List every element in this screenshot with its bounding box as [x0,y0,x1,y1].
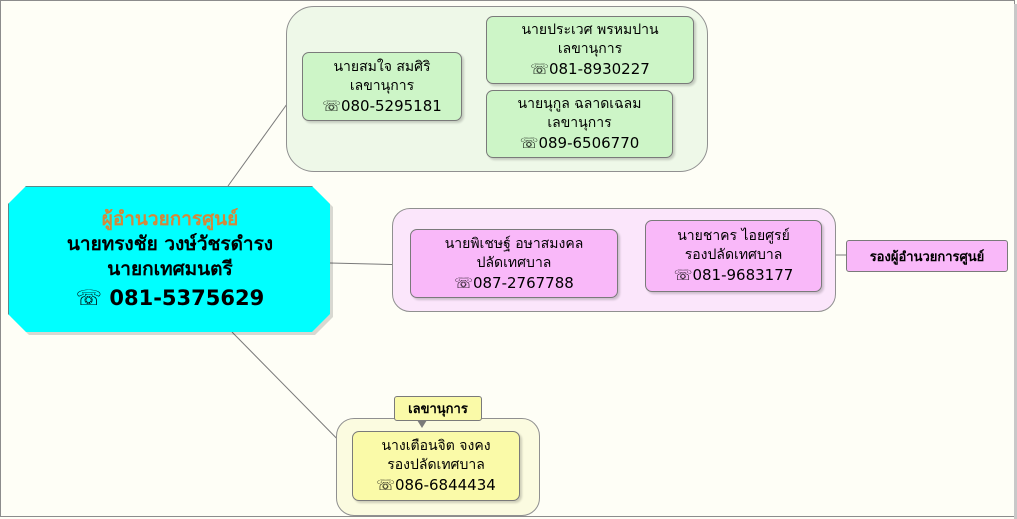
node-name: นายชาคร ไอยศูรย์ [677,228,790,244]
phone-icon: ☏ [519,134,539,152]
node-role: รองปลัดเทศบาล [387,457,485,473]
node-name: นายสมใจ สมศิริ [333,58,431,75]
node-phone: ☏081-9683177 [673,266,794,284]
phone-icon: ☏ [454,273,473,292]
node-role: เลขานุการ [547,115,612,131]
node-name: นายประเวศ พรหมปาน [521,22,659,38]
node-phone: ☏080-5295181 [322,96,442,115]
root-node[interactable]: ผู้อำนวยการศูนย์ นายทรงชัย วงษ์วัชรดำรง … [8,186,330,332]
node-role: เลขานุการ [349,77,415,94]
tag-deputy-director[interactable]: รองผู้อำนวยการศูนย์ [846,240,1008,272]
node-role: ปลัดเทศบาล [476,254,552,271]
phone-icon: ☏ [530,60,549,78]
node-name: นายนุกูล ฉลาดเฉลม [517,96,642,112]
phone-icon: ☏ [673,266,693,284]
node-role: เลขานุการ [557,41,623,57]
node-deputy-sub[interactable]: นายชาคร ไอยศูรย์ รองปลัดเทศบาล ☏081-9683… [645,220,822,292]
node-name: นางเตือนจิต จงคง [381,438,491,454]
node-name: นายพิเชษฐ์ อษาสมงคล [444,235,584,252]
root-title: ผู้อำนวยการศูนย์ [101,207,239,230]
node-deputy-lead[interactable]: นายพิเชษฐ์ อษาสมงคล ปลัดเทศบาล ☏087-2767… [410,229,618,298]
node-phone: ☏087-2767788 [454,273,574,292]
node-phone: ☏089-6506770 [519,134,640,152]
callout-secretary[interactable]: เลขานุการ [394,396,482,428]
node-phone: ☏081-8930227 [530,60,650,78]
root-name: นายทรงชัย วงษ์วัชรดำรง [66,232,274,255]
root-phone: ☏ 081-5375629 [75,285,265,310]
node-secretary-lead[interactable]: นายสมใจ สมศิริ เลขานุการ ☏080-5295181 [302,52,462,121]
phone-icon: ☏ [75,285,103,310]
phone-icon: ☏ [376,476,395,494]
node-secretary-sub-1[interactable]: นายประเวศ พรหมปาน เลขานุการ ☏081-8930227 [486,16,694,84]
root-position: นายกเทศมนตรี [107,257,233,280]
node-role: รองปลัดเทศบาล [684,247,783,263]
node-secretary-sub-2[interactable]: นายนุกูล ฉลาดเฉลม เลขานุการ ☏089-6506770 [486,90,673,158]
phone-icon: ☏ [322,96,341,115]
node-secretary-member[interactable]: นางเตือนจิต จงคง รองปลัดเทศบาล ☏086-6844… [352,431,520,501]
node-phone: ☏086-6844434 [376,476,496,494]
connector-root-secretary-tag [231,331,355,457]
